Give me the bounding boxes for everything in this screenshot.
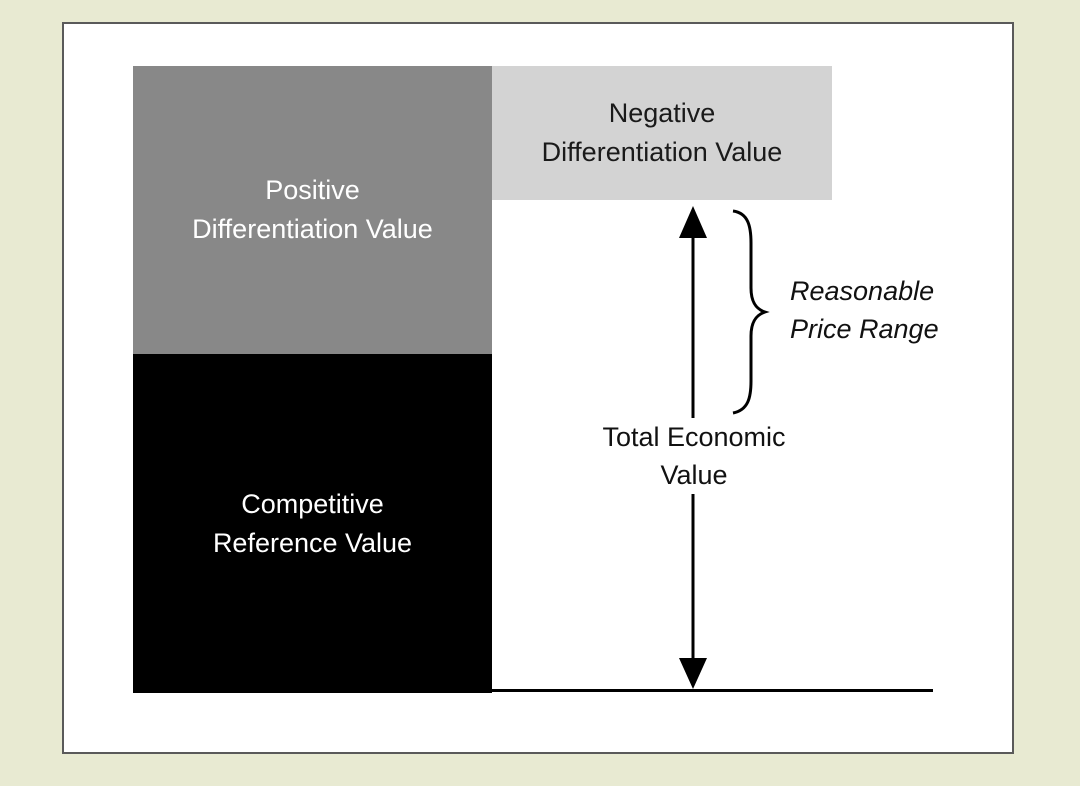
price-range-brace (732, 209, 770, 415)
competitive-reference-label: Competitive Reference Value (212, 488, 413, 558)
negative-differentiation-block: Negative Differentiation Value (492, 66, 832, 200)
positive-differentiation-label: Positive Differentiation Value (192, 175, 433, 244)
positive-differentiation-block: Positive Differentiation Value (133, 66, 492, 354)
negative-differentiation-label: Negative Differentiation Value (541, 98, 783, 167)
reasonable-price-range-label: Reasonable Price Range (790, 276, 939, 344)
baseline (133, 689, 933, 692)
arrow-head-down (679, 658, 707, 689)
competitive-reference-block: Competitive Reference Value (133, 354, 492, 693)
total-economic-value-label: Total Economic Value (560, 418, 828, 494)
arrow-head-up (679, 206, 707, 238)
